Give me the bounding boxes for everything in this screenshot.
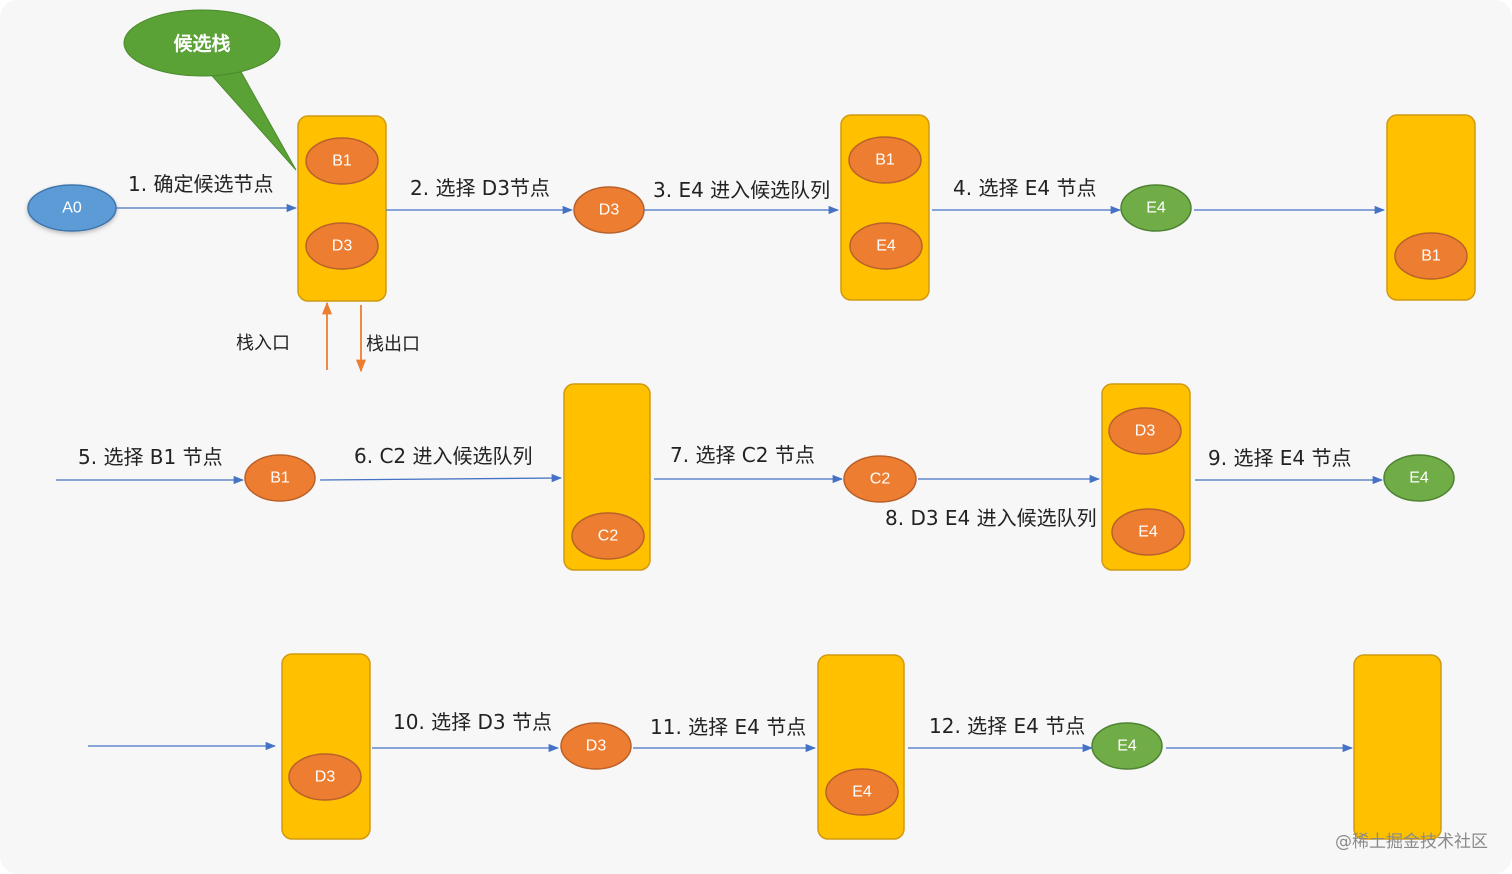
start-node-label: A0 [62, 200, 82, 217]
selected-node-7: E4 [1091, 722, 1163, 770]
watermark: @稀土掘金技术社区 [1335, 832, 1488, 852]
selected-node-5: E4 [1383, 454, 1455, 502]
stack-7-item-1: E4 [852, 784, 872, 801]
selected-node-3: B1 [244, 454, 316, 502]
step-1-label: 1. 确定候选节点 [128, 172, 273, 196]
stack-7: E4 [817, 654, 905, 840]
arrow-step-6 [319, 473, 563, 483]
stack-1-item-2: D3 [332, 238, 353, 255]
selected-node-6-label: D3 [586, 738, 607, 755]
selected-node-6: D3 [560, 722, 632, 770]
selected-node-4-label: C2 [870, 471, 891, 488]
selected-node-1-label: D3 [599, 202, 620, 219]
step-7-label: 7. 选择 C2 节点 [670, 443, 815, 467]
stack-2: B1 E4 [840, 114, 930, 301]
stack-6: D3 [281, 653, 371, 840]
selected-node-2-label: E4 [1146, 200, 1166, 217]
start-node: A0 [27, 184, 117, 232]
step-11-label: 11. 选择 E4 节点 [650, 715, 806, 739]
step-6-label: 6. C2 进入候选队列 [354, 444, 533, 468]
stack-8 [1353, 654, 1442, 840]
selected-node-7-label: E4 [1117, 738, 1137, 755]
stack-3-item-1: B1 [1421, 248, 1441, 265]
selected-node-1: D3 [573, 186, 645, 234]
stack-3: B1 [1386, 114, 1476, 301]
step-12-label: 12. 选择 E4 节点 [929, 714, 1085, 738]
selected-node-2: E4 [1120, 184, 1192, 232]
step-9-label: 9. 选择 E4 节点 [1208, 446, 1352, 470]
stack-1: B1 D3 [297, 115, 387, 302]
push-label: 栈入口 [236, 333, 290, 354]
selected-node-3-label: B1 [270, 470, 290, 487]
stack-5-item-1: D3 [1135, 423, 1156, 440]
step-4-label: 4. 选择 E4 节点 [953, 176, 1097, 200]
selected-node-5-label: E4 [1409, 470, 1429, 487]
candidate-stack-callout: 候选栈 [123, 9, 297, 171]
step-10-label: 10. 选择 D3 节点 [393, 710, 552, 734]
stack-1-item-1: B1 [332, 153, 352, 170]
selected-node-4: C2 [843, 455, 917, 503]
stack-2-item-2: E4 [876, 238, 896, 255]
stack-2-item-1: B1 [875, 152, 895, 169]
stack-5: D3 E4 [1101, 383, 1191, 571]
stack-6-item-1: D3 [315, 769, 336, 786]
step-8-label: 8. D3 E4 进入候选队列 [885, 506, 1097, 530]
stack-4-item-1: C2 [598, 528, 619, 545]
step-5-label: 5. 选择 B1 节点 [78, 445, 223, 469]
stack-4: C2 [563, 383, 651, 571]
stack-5-item-2: E4 [1138, 524, 1158, 541]
step-2-label: 2. 选择 D3节点 [410, 176, 550, 200]
callout-text: 候选栈 [173, 32, 230, 55]
step-3-label: 3. E4 进入候选队列 [653, 178, 830, 202]
pop-label: 栈出口 [366, 334, 420, 355]
